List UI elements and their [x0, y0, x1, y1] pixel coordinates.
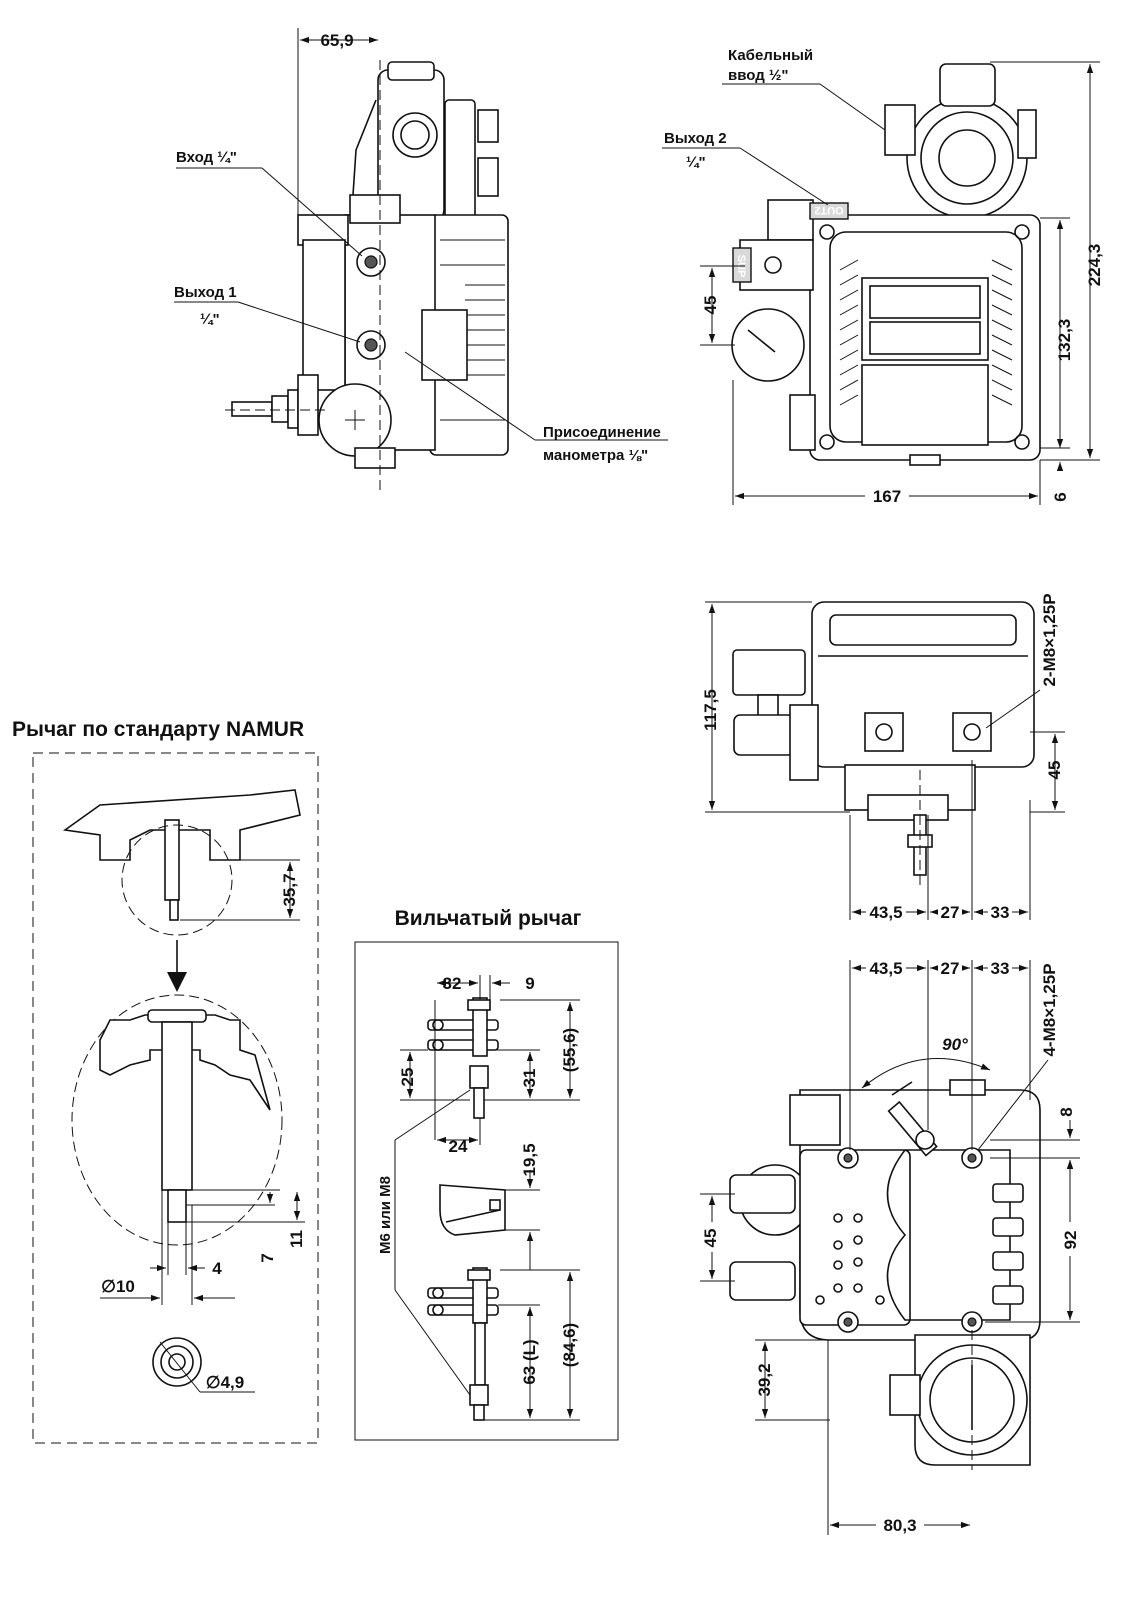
namur-lever-section: Рычаг по стандарту NAMUR 35,7 11 7 4: [12, 718, 319, 1444]
title-namur: Рычаг по стандарту NAMUR: [12, 718, 304, 741]
dim-angle-90: 90°: [942, 1035, 968, 1054]
dim-33-b: 33: [991, 959, 1010, 978]
dim-43-5-b: 43,5: [869, 959, 902, 978]
dim-80-3: 80,3: [883, 1516, 916, 1535]
fork-lever-section: Вильчатый рычаг 32 9 25 31 (55,6) 24: [354, 907, 619, 1441]
dim-dia-10: ∅10: [101, 1277, 135, 1296]
namur-shaft: [161, 1021, 193, 1191]
bottom-gauge: [732, 649, 806, 696]
dim-7: 7: [258, 1253, 277, 1262]
dim-92: 92: [1061, 1231, 1080, 1250]
front-view: SUP OUT2 224,3 132,3 6 45 167 Кабельный …: [662, 47, 1104, 506]
back-view: 90° 43,5 27 33 4-M8×1,25P 8 92 45 39,2: [700, 958, 1080, 1535]
dim-31: 31: [520, 1069, 539, 1088]
dim-35-7: 35,7: [280, 873, 299, 906]
dim-27-a: 27: [941, 903, 960, 922]
dim-6: 6: [1051, 492, 1070, 501]
callout-gauge: Присоединение: [543, 424, 661, 441]
dim-25: 25: [398, 1068, 417, 1087]
dim-24: 24: [449, 1137, 468, 1156]
dim-19-5: 19,5: [520, 1143, 539, 1176]
dim-32: 32: [443, 974, 462, 993]
side-view: 65,9 Вход ¼" Выход 1 ¼" Присоединение ма…: [174, 28, 668, 490]
callout-gauge-size: манометра ⅛": [543, 447, 648, 464]
dim-11: 11: [287, 1230, 306, 1248]
front-gauge: [731, 308, 805, 382]
callout-output1: Выход 1: [174, 284, 237, 301]
dim-43-5-a: 43,5: [869, 903, 902, 922]
callout-input: Вход ¼": [176, 149, 237, 166]
dim-dia-4-9: ∅4,9: [206, 1373, 244, 1392]
dim-55-6: (55,6): [560, 1028, 579, 1072]
title-fork: Вильчатый рычаг: [395, 907, 582, 930]
cable-entry-housing: [906, 97, 1028, 219]
callout-m6-m8: М6 или М8: [377, 1176, 394, 1254]
dim-4: 4: [212, 1259, 222, 1278]
dim-9: 9: [525, 974, 534, 993]
dim-84-6: (84,6): [560, 1323, 579, 1367]
fork-frame: [354, 941, 619, 1441]
front-display-window: [861, 277, 989, 361]
dim-39-2: 39,2: [755, 1363, 774, 1396]
dim-224-3: 224,3: [1085, 244, 1104, 287]
namur-end-view: [152, 1337, 202, 1387]
thread-label-4: 4-M8×1,25P: [1040, 963, 1059, 1056]
callout-output2: Выход 2: [664, 130, 727, 147]
dim-167: 167: [873, 487, 901, 506]
bottom-housing: [811, 601, 1035, 768]
namur-frame: [32, 752, 319, 1444]
callout-output2-size: ¼": [686, 154, 706, 171]
dim-45-front: 45: [701, 296, 720, 315]
callout-cable-entry-size: ввод ½": [728, 67, 789, 84]
dim-117-5: 117,5: [701, 689, 720, 731]
fork-bracket: [439, 1184, 506, 1236]
dim-45-bottom: 45: [1045, 761, 1064, 780]
port-label-out2: OUT2: [814, 204, 843, 216]
dim-8: 8: [1057, 1107, 1076, 1116]
callout-cable-entry: Кабельный: [728, 47, 813, 64]
thread-label-2: 2-M8×1,25P: [1040, 593, 1059, 686]
callout-output1-size: ¼": [200, 311, 220, 328]
dim-27-b: 27: [941, 959, 960, 978]
dim-33-a: 33: [991, 903, 1010, 922]
dim-63-l: 63 (L): [520, 1339, 539, 1384]
dim-65-9: 65,9: [320, 31, 353, 50]
front-lower-window: [861, 364, 989, 446]
dim-45-back: 45: [701, 1229, 720, 1248]
side-shaft: [231, 401, 273, 417]
bottom-view: 117,5 45 2-M8×1,25P 43,5 27 33: [701, 593, 1065, 922]
dim-132-3: 132,3: [1055, 319, 1074, 362]
